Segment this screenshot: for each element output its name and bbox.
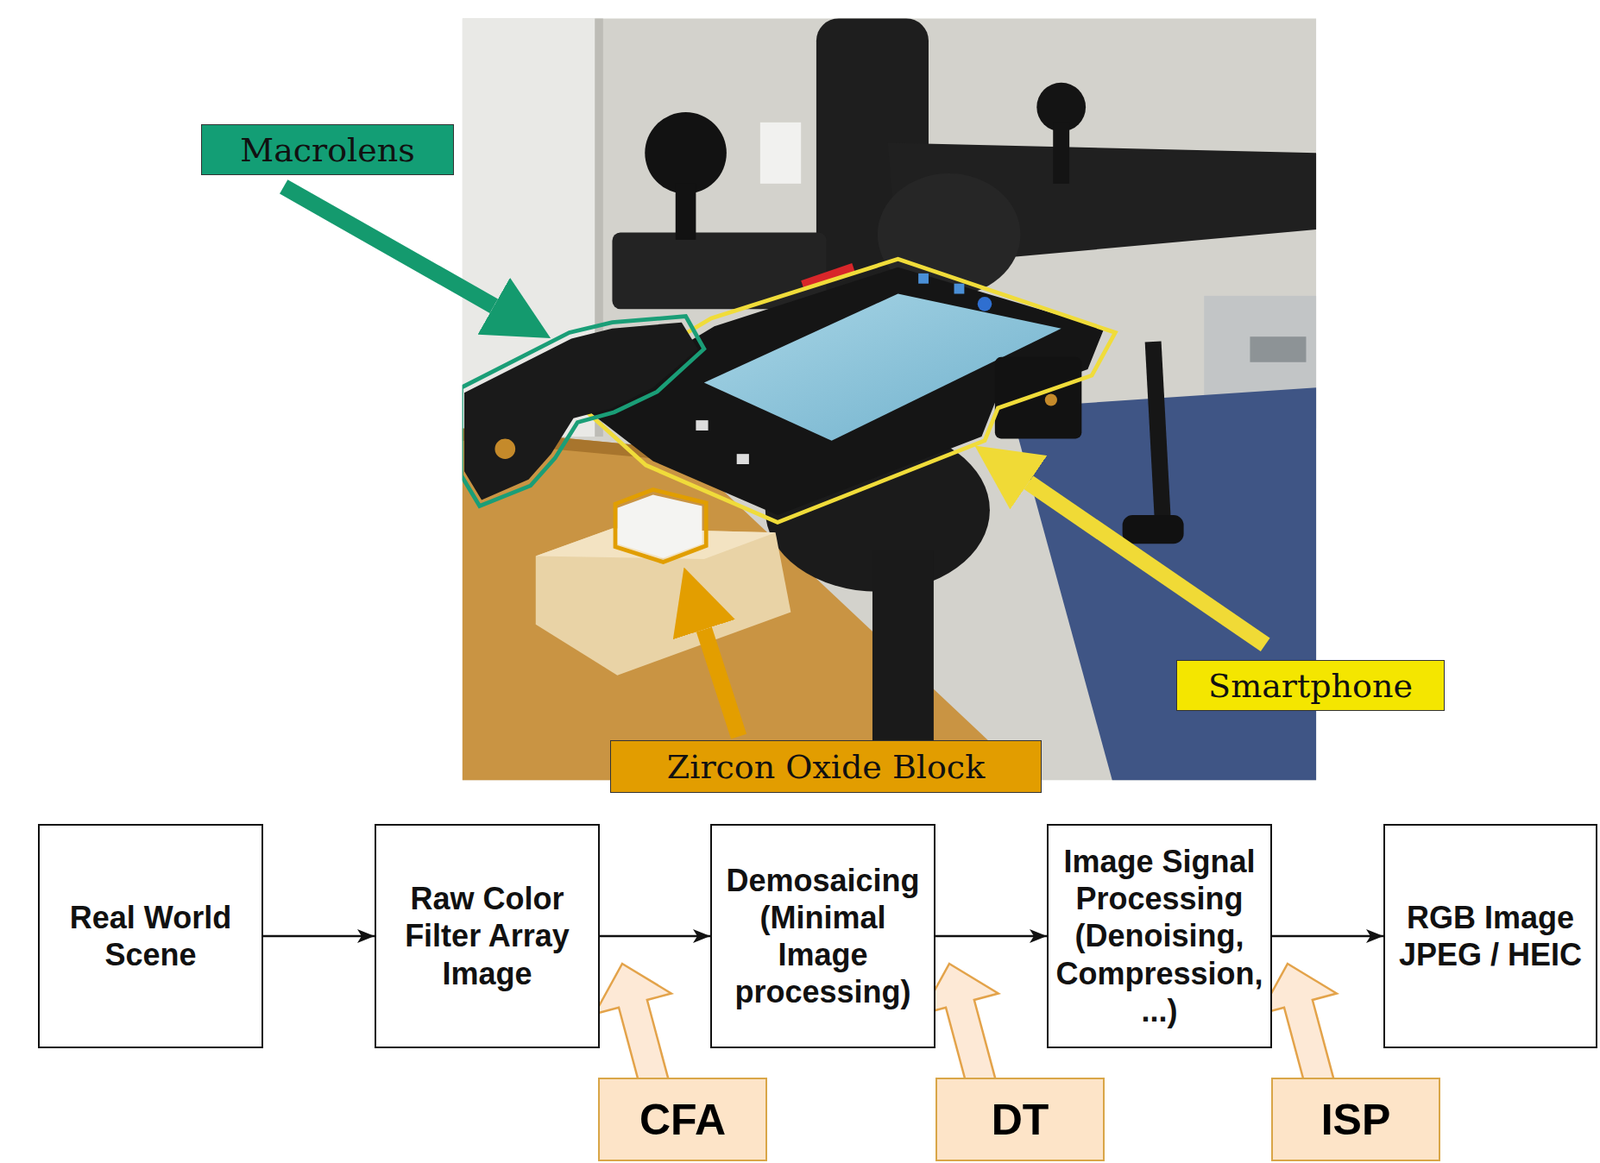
process-box: RGB Image JPEG / HEIC xyxy=(1383,824,1598,1049)
screen-icon xyxy=(918,273,929,284)
flow-arrow xyxy=(599,935,711,939)
screen-icon xyxy=(737,453,750,465)
screen-icon xyxy=(954,283,965,295)
node-text: Raw Color Filter Array Image xyxy=(379,880,595,993)
clip-hinge xyxy=(494,438,516,460)
part-label: Zircon Oxide Block xyxy=(610,740,1042,794)
node-text: Image Signal Processing (Denoising, Comp… xyxy=(1051,843,1267,1030)
screen-icon xyxy=(977,296,993,312)
process-box: Raw Color Filter Array Image xyxy=(374,824,600,1049)
flow-arrow xyxy=(1272,935,1384,939)
node-text: Smartphone xyxy=(1208,667,1413,706)
crank-handle xyxy=(1122,515,1185,544)
flow-arrow xyxy=(935,935,1047,939)
sample-outline xyxy=(615,490,706,563)
stage-callout: DT xyxy=(935,1077,1105,1162)
stage-callout: ISP xyxy=(1271,1077,1441,1162)
holder-screw xyxy=(1045,393,1058,406)
macrolens-outline xyxy=(462,316,705,507)
clamp xyxy=(611,233,826,310)
pointer-arrow xyxy=(283,186,495,306)
macrolens-clip xyxy=(464,322,699,501)
node-text: DT xyxy=(991,1095,1050,1146)
part-label: Macrolens xyxy=(201,124,454,176)
node-text: CFA xyxy=(639,1095,726,1146)
crank xyxy=(1152,341,1164,531)
stage-callout: CFA xyxy=(598,1077,768,1162)
screen-icon xyxy=(695,420,708,431)
node-text: RGB Image JPEG / HEIC xyxy=(1388,899,1593,974)
phone-holder xyxy=(995,357,1083,440)
part-label: Smartphone xyxy=(1176,660,1445,712)
pointer-arrow xyxy=(1028,482,1266,645)
cup xyxy=(760,122,801,184)
node-text: Real World Scene xyxy=(43,899,259,974)
knob xyxy=(644,112,727,195)
printer-panel xyxy=(1249,336,1306,363)
zircon-sample xyxy=(617,494,702,558)
process-box: Image Signal Processing (Denoising, Comp… xyxy=(1046,824,1273,1049)
knob-stem xyxy=(675,183,697,240)
node-text: ISP xyxy=(1321,1095,1392,1146)
flow-arrow xyxy=(263,935,375,939)
process-box: Real World Scene xyxy=(37,824,264,1049)
process-box: Demosaicing (Minimal Image processing) xyxy=(710,824,936,1049)
knob-stem xyxy=(1052,122,1070,184)
pointer-arrow xyxy=(704,629,739,738)
node-text: Zircon Oxide Block xyxy=(667,748,985,787)
node-text: Macrolens xyxy=(239,131,416,170)
node-text: Demosaicing (Minimal Image processing) xyxy=(715,862,931,1012)
